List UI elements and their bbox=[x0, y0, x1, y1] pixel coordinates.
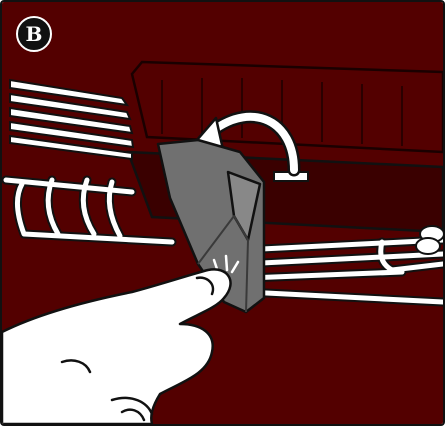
hand-illustration bbox=[2, 268, 232, 424]
rotate-arrow-icon bbox=[188, 110, 301, 177]
tine-rack bbox=[9, 78, 135, 161]
step-badge: B bbox=[16, 16, 52, 52]
folding-clip bbox=[156, 138, 266, 314]
